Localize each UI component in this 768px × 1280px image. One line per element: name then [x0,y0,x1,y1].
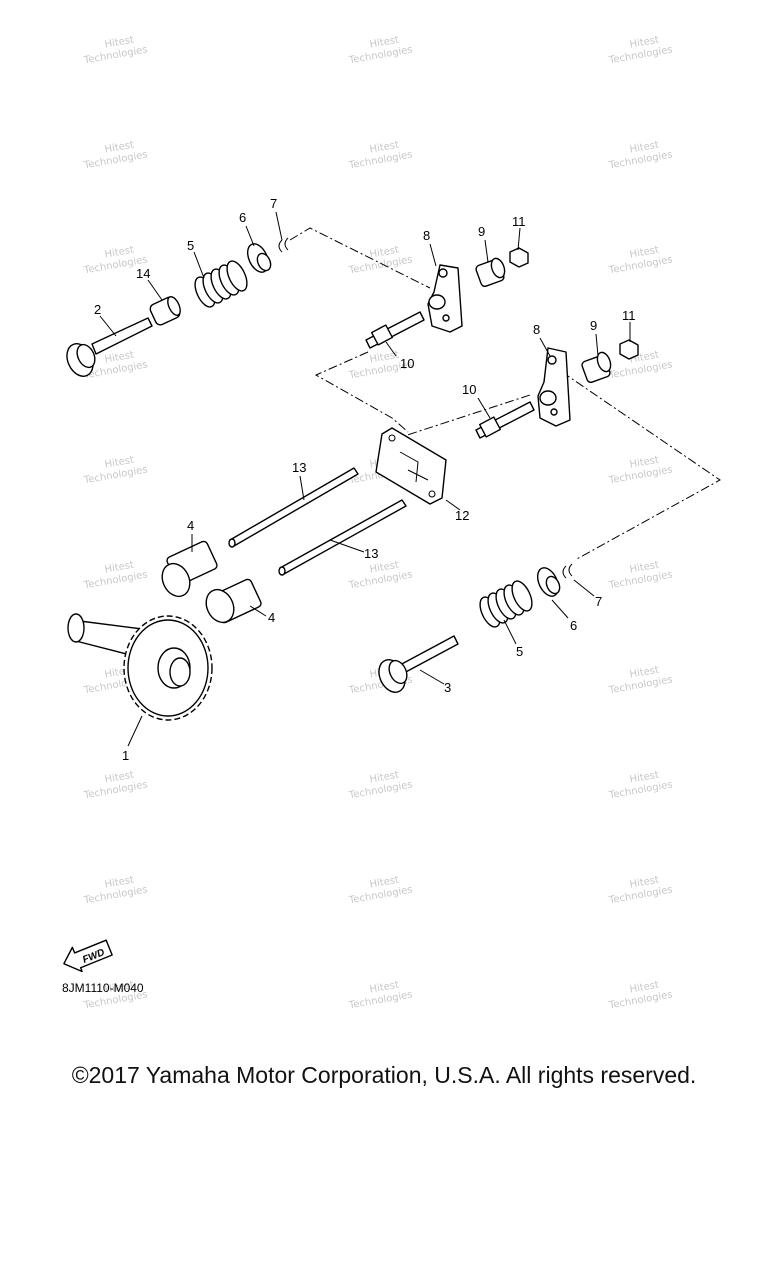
callout-11-lower: 11 [622,308,636,323]
camshaft-gear [67,613,213,721]
push-rod-upper [228,467,359,548]
callout-7-upper: 7 [270,196,277,211]
watermark: Hitest [104,245,135,261]
watermark: Hitest [629,665,660,681]
clip-lower [562,563,573,579]
watermark: Hitest [369,140,400,156]
callout-10-lower: 10 [462,382,476,397]
callout-6-upper: 6 [239,210,246,225]
watermark: Hitest [629,560,660,576]
callout-labels: 1 2 3 4 4 5 5 6 6 7 7 8 8 9 9 10 10 11 1… [94,196,636,763]
callout-8-lower: 8 [533,322,540,337]
guide-plate [375,427,447,505]
callout-13-upper: 13 [292,460,306,475]
watermark: Hitest [629,35,660,51]
nut-lower [619,339,639,360]
valve-spring-upper [194,260,248,308]
callout-7-lower: 7 [595,594,602,609]
callout-8-upper: 8 [423,228,430,243]
callout-5-upper: 5 [187,238,194,253]
callout-1: 1 [122,748,129,763]
callout-11-upper: 11 [512,214,526,229]
callout-9-upper: 9 [478,224,485,239]
watermark: Hitest [104,875,135,891]
watermark: Hitest [369,980,400,996]
assembly-lines [289,227,721,561]
spring-retainer-upper [246,243,272,273]
watermark: Hitest [104,980,135,996]
watermark: Hitest [629,455,660,471]
rocker-pivot-upper [475,257,506,288]
watermark: Hitest [369,350,400,366]
watermark: Hitest [629,875,660,891]
watermark: Hitest [369,875,400,891]
watermark: Hitest [369,770,400,786]
stud-upper [365,311,425,349]
watermark: Hitest [369,35,400,51]
valve-seal [149,295,181,326]
watermark: Hitest [629,245,660,261]
watermark: Hitest [369,560,400,576]
callout-2: 2 [94,302,101,317]
fwd-arrow: FWD [63,939,113,973]
tappet-lower [205,578,262,624]
leader-lines [99,211,631,747]
stud-lower [475,401,535,439]
callout-13-lower: 13 [364,546,378,561]
callout-12: 12 [455,508,469,523]
push-rod-lower [278,499,407,576]
rocker-arm-lower [537,347,571,427]
watermark: Hitest [104,770,135,786]
callout-3: 3 [444,680,451,695]
callout-6-lower: 6 [570,618,577,633]
watermark: Hitest [104,455,135,471]
watermark: Hitest [629,140,660,156]
callout-14: 14 [136,266,150,281]
valve-spring-lower [479,580,533,628]
watermark: Hitest [104,140,135,156]
valve-lower [378,635,459,693]
callout-4-lower: 4 [268,610,275,625]
valve-upper [66,317,153,377]
watermark: Hitest [629,770,660,786]
watermark: Hitest [629,980,660,996]
clip-upper [278,237,289,253]
callout-9-lower: 9 [590,318,597,333]
watermark: Hitest [104,560,135,576]
copyright-notice: ©2017 Yamaha Motor Corporation, U.S.A. A… [71,1062,697,1088]
diagram-code: 8JM1110-M040 [62,981,144,995]
nut-upper [509,247,529,268]
watermark: Hitest [369,245,400,261]
rocker-pivot-lower [581,351,612,384]
tappet-upper [161,540,218,598]
spring-retainer-lower [536,567,561,597]
watermark: Hitest [104,35,135,51]
callout-5-lower: 5 [516,644,523,659]
watermark: Hitest [104,350,135,366]
callout-10-upper: 10 [400,356,414,371]
callout-4-upper: 4 [187,518,194,533]
rocker-arm-upper [427,264,463,333]
